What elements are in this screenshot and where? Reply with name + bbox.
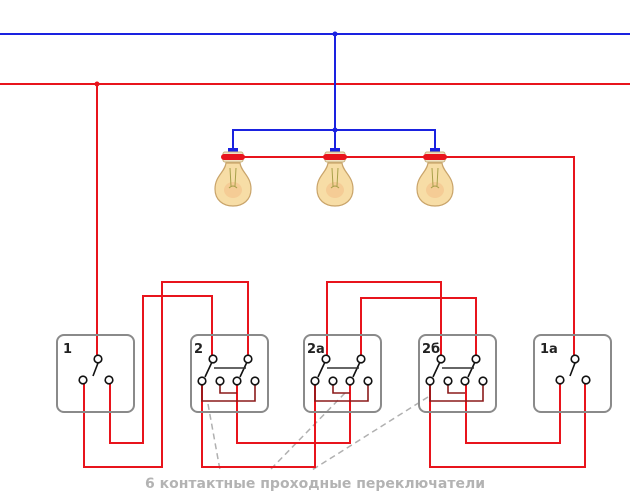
contact-terminal	[104, 375, 114, 385]
contact-terminal	[443, 376, 453, 386]
contact-terminal	[478, 376, 488, 386]
leader-line	[269, 392, 346, 471]
switch-2a: 2а	[303, 334, 382, 413]
contact-terminal	[356, 354, 366, 364]
switch-lever	[352, 361, 361, 378]
internal-link	[201, 385, 256, 402]
lamp-terminal	[221, 154, 245, 160]
lamp-phase-return	[222, 156, 575, 359]
internal-link	[429, 385, 484, 402]
switch-box	[303, 334, 382, 413]
lamp-terminal	[323, 154, 347, 160]
switch-label: 1а	[540, 342, 558, 357]
bulb-filament	[330, 167, 340, 189]
bulb-filament	[228, 167, 238, 189]
contact-terminal	[232, 376, 242, 386]
contact-terminal	[321, 354, 331, 364]
switch-lever	[569, 362, 576, 377]
contact-terminal	[570, 354, 580, 364]
contact-terminal	[328, 376, 338, 386]
lamp-cap	[430, 148, 440, 153]
wiring	[83, 34, 586, 468]
bulb-glow	[326, 182, 344, 198]
switch-box	[418, 334, 497, 413]
caption-leader-lines	[207, 392, 429, 471]
lamp-3	[416, 148, 454, 207]
contact-terminal	[425, 376, 435, 386]
contact-terminal	[345, 376, 355, 386]
internal-link	[314, 385, 369, 402]
switches: 1 2 2а 2б 1а	[56, 334, 612, 413]
contact-terminal	[93, 354, 103, 364]
switch-lever	[317, 361, 326, 378]
power-buses	[0, 31, 630, 87]
contact-terminal	[78, 375, 88, 385]
wire-s2a-s2b-b	[360, 297, 477, 355]
switch-label: 2б	[422, 342, 440, 357]
internal-link	[447, 385, 465, 394]
wire-s2b-s1a-a	[429, 380, 586, 468]
switch-box	[56, 334, 135, 413]
switch-1: 1	[56, 334, 135, 413]
wire-s1-s2-a	[83, 281, 249, 468]
contact-terminal	[436, 354, 446, 364]
switch-lever	[204, 361, 213, 378]
leader-line	[207, 403, 221, 471]
lamp-cap	[330, 148, 340, 153]
contact-terminal	[581, 375, 591, 385]
switch-lever	[432, 361, 441, 378]
contact-terminal	[215, 376, 225, 386]
switch-2b: 2б	[418, 334, 497, 413]
switch-1a: 1а	[533, 334, 612, 413]
wire-s2a-s2b-a	[326, 281, 442, 355]
switch-lever	[92, 362, 99, 377]
switch-label: 2а	[307, 342, 325, 357]
leader-line	[311, 396, 429, 471]
contact-terminal	[555, 375, 565, 385]
bulb-glow	[426, 182, 444, 198]
switch-label: 1	[63, 342, 72, 357]
wire-s1-s2-b	[109, 295, 213, 444]
lamps	[214, 148, 454, 207]
contact-terminal	[197, 376, 207, 386]
switch-box	[190, 334, 269, 413]
caption: 6 контактные проходные переключатели	[144, 476, 486, 492]
contact-terminal	[460, 376, 470, 386]
internal-link	[332, 385, 350, 394]
lamp-2	[316, 148, 354, 207]
contact-terminal	[363, 376, 373, 386]
contact-terminal	[310, 376, 320, 386]
lamp-terminal	[423, 154, 447, 160]
switch-label: 2	[194, 342, 203, 357]
contact-terminal	[250, 376, 260, 386]
internal-link	[219, 385, 237, 394]
wire-s2-s2a-a	[201, 381, 316, 468]
contact-terminal	[471, 354, 481, 364]
lamp-1	[214, 148, 252, 207]
bulb-filament	[430, 167, 440, 189]
junction-dot	[332, 127, 338, 133]
switch-2: 2	[190, 334, 269, 413]
switch-lever	[239, 361, 248, 378]
switch-lever	[467, 361, 476, 378]
contact-terminal	[208, 354, 218, 364]
lamp-cap	[228, 148, 238, 153]
switch-box	[533, 334, 612, 413]
bulb-glow	[224, 182, 242, 198]
contact-terminal	[243, 354, 253, 364]
